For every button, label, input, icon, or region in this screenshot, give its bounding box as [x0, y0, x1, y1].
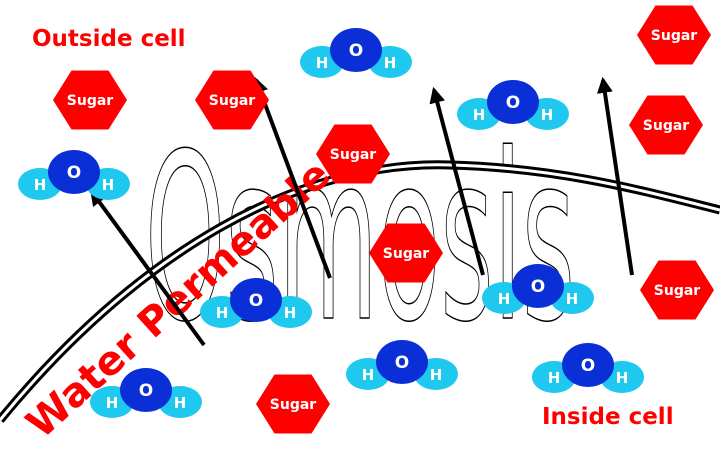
sugar-hexagon	[53, 70, 127, 130]
sugar-molecule: Sugar	[629, 95, 703, 155]
arrow	[596, 76, 634, 276]
hydrogen-label: H	[541, 106, 554, 124]
oxygen-label: O	[506, 93, 520, 113]
hydrogen-label: H	[216, 304, 229, 322]
hydrogen-label: H	[430, 366, 443, 384]
sugar-label: Sugar	[651, 28, 698, 44]
sugar-label: Sugar	[654, 283, 701, 299]
sugar-hexagon	[256, 374, 330, 434]
oxygen-label: O	[349, 41, 363, 61]
sugar-molecule: Sugar	[256, 374, 330, 434]
hydrogen-label: H	[174, 394, 187, 412]
oxygen-atom	[512, 264, 564, 308]
sugar-molecule: Sugar	[637, 5, 711, 65]
oxygen-atom	[230, 278, 282, 322]
oxygen-label: O	[531, 277, 545, 297]
oxygen-label: O	[139, 381, 153, 401]
sugar-molecule: Sugar	[53, 70, 127, 130]
hydrogen-label: H	[102, 176, 115, 194]
arrow	[429, 86, 485, 276]
sugar-molecule: Sugar	[195, 70, 269, 130]
hydrogen-label: H	[34, 176, 47, 194]
sugar-label: Sugar	[67, 93, 114, 109]
oxygen-atom	[376, 340, 428, 384]
hydrogen-label: H	[616, 369, 629, 387]
sugar-hexagon	[640, 260, 714, 320]
arrow	[90, 189, 206, 347]
sugar-hexagon	[316, 124, 390, 184]
oxygen-label: O	[581, 356, 595, 376]
arrow	[252, 77, 332, 279]
oxygen-atom	[330, 28, 382, 72]
hydrogen-label: H	[384, 54, 397, 72]
hydrogen-label: H	[548, 369, 561, 387]
oxygen-atom	[562, 343, 614, 387]
oxygen-atom	[120, 368, 172, 412]
hydrogen-label: H	[362, 366, 375, 384]
inside-cell-label: Inside cell	[542, 404, 674, 430]
oxygen-atom	[487, 80, 539, 124]
hydrogen-label: H	[473, 106, 486, 124]
outside-cell-label: Outside cell	[32, 26, 186, 52]
sugar-hexagon	[637, 5, 711, 65]
sugar-molecule: Sugar	[316, 124, 390, 184]
sugar-hexagon	[629, 95, 703, 155]
hydrogen-label: H	[106, 394, 119, 412]
sugar-label: Sugar	[643, 118, 690, 134]
sugar-label: Sugar	[209, 93, 256, 109]
sugar-hexagon	[195, 70, 269, 130]
water-molecules: O H H O H H O H H O H H O H H O H H O H H O H H	[18, 28, 644, 418]
hydrogen-label: H	[284, 304, 297, 322]
oxygen-label: O	[67, 163, 81, 183]
oxygen-label: O	[249, 291, 263, 311]
sugar-hexagon	[369, 223, 443, 283]
sugar-molecule: Sugar	[640, 260, 714, 320]
cell-membrane	[0, 160, 720, 423]
hydrogen-label: H	[498, 290, 511, 308]
sugar-label: Sugar	[330, 147, 377, 163]
sugar-label: Sugar	[270, 397, 317, 413]
oxygen-atom	[48, 150, 100, 194]
hydrogen-label: H	[566, 290, 579, 308]
oxygen-label: O	[395, 353, 409, 373]
sugar-label: Sugar	[383, 246, 430, 262]
movement-arrows	[90, 76, 634, 347]
sugar-molecule: Sugar	[369, 223, 443, 283]
hydrogen-label: H	[316, 54, 329, 72]
